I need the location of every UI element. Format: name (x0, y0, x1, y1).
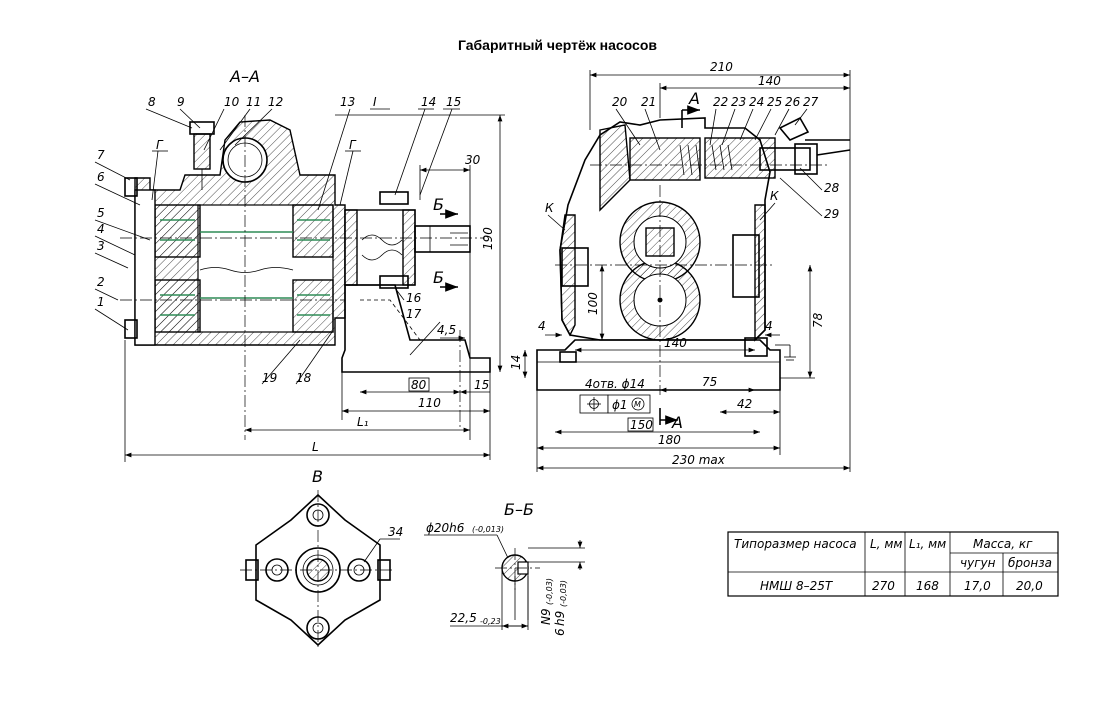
table-header-l1: L₁, мм (909, 537, 946, 551)
side-view: А А К К (536, 89, 851, 432)
callout-5: 5 (97, 206, 105, 220)
dim-4-left: 4 (538, 319, 546, 333)
mark-a-bottom: А (671, 413, 683, 432)
dim-110: 110 (418, 396, 441, 410)
section-bb-label: Б–Б (504, 500, 534, 519)
callout-24: 24 (749, 95, 764, 109)
dim-tolerance-m: M (634, 400, 641, 409)
dim-140-top: 140 (758, 74, 781, 88)
section-aa-label: А–А (229, 67, 260, 86)
callout-2: 2 (97, 275, 105, 289)
callout-8: 8 (148, 95, 156, 109)
callout-13: 13 (340, 95, 355, 109)
section-aa-view: А–А (120, 67, 491, 440)
callout-3: 3 (97, 239, 105, 253)
mark-i: I (373, 95, 377, 109)
callout-10: 10 (224, 95, 240, 109)
callout-27: 27 (803, 95, 819, 109)
mark-k-right: К (770, 189, 779, 203)
callout-34: 34 (388, 525, 403, 539)
callouts-side: 20 21 22 23 24 25 26 27 28 29 (612, 95, 840, 221)
table-cell-bronze: 20,0 (1016, 579, 1043, 593)
table-header-mass: Масса, кг (973, 537, 1033, 551)
callout-17: 17 (406, 307, 422, 321)
callout-21: 21 (641, 95, 656, 109)
dim-holes: 4отв. ϕ14 (585, 377, 645, 391)
dim-80: 80 (411, 378, 427, 392)
mark-g-right: Г (349, 138, 357, 152)
callout-22: 22 (713, 95, 728, 109)
dims-side: 210 140 100 4 4 140 78 14 4отв. ϕ14 75 ϕ… (509, 60, 851, 472)
callout-25: 25 (767, 95, 782, 109)
table-header-l: L, мм (870, 537, 902, 551)
callout-7: 7 (97, 148, 105, 162)
dim-15: 15 (474, 378, 489, 392)
dim-150: 150 (630, 418, 653, 432)
table-subheader-iron: чугун (960, 556, 996, 570)
mark-a-top: А (688, 89, 700, 108)
dim-140: 140 (664, 336, 687, 350)
key-dim-h9: h9 (553, 611, 567, 626)
shaft-diameter: ϕ20h6 (426, 521, 465, 535)
callout-15: 15 (446, 95, 461, 109)
spec-table: Типоразмер насоса L, мм L₁, мм Масса, кг… (727, 531, 1059, 597)
callout-20: 20 (612, 95, 628, 109)
dim-190: 190 (481, 227, 495, 250)
callout-14: 14 (421, 95, 436, 109)
dim-14: 14 (509, 355, 523, 370)
callouts-aa: 8 9 10 11 12 13 14 15 7 6 5 4 3 2 1 16 1… (94, 95, 461, 385)
dim-tolerance: ϕ1 (612, 398, 628, 412)
key-dim-n9-tol: (-0,03) (545, 578, 554, 605)
table-cell-l: 270 (872, 579, 895, 593)
key-dim-h9-tol: (-0,03) (559, 580, 568, 607)
mark-k-left: К (545, 201, 554, 215)
table-cell-iron: 17,0 (964, 579, 991, 593)
callout-6: 6 (97, 170, 105, 184)
view-b: В 34 (240, 467, 403, 650)
callout-9: 9 (177, 95, 185, 109)
dim-180: 180 (658, 433, 681, 447)
dim-4-right: 4 (765, 319, 773, 333)
callout-4: 4 (97, 222, 105, 236)
section-bb: Б–Б ϕ20h6 (-0,013) 22,5 -0,23 N9 (-0,03)… (424, 500, 585, 636)
dim-75: 75 (702, 375, 717, 389)
key-dim-22-5-tol: -0,23 (480, 617, 501, 626)
callout-19: 19 (262, 371, 277, 385)
drawing-title: Габаритный чертёж насосов (458, 37, 657, 53)
table-subheader-bronze: бронза (1008, 556, 1052, 570)
callout-26: 26 (785, 95, 801, 109)
dim-210: 210 (710, 60, 733, 74)
table-cell-l1: 168 (916, 579, 939, 593)
callout-12: 12 (268, 95, 283, 109)
dim-42: 42 (737, 397, 752, 411)
callout-18: 18 (296, 371, 312, 385)
mark-b-top: Б (433, 195, 444, 214)
mark-b-bottom: Б (433, 268, 444, 287)
dim-30: 30 (465, 153, 481, 167)
shaft-diameter-tol: (-0,013) (472, 525, 504, 534)
key-dim-6: 6 (553, 628, 567, 636)
view-b-label: В (312, 467, 323, 486)
dims-aa: 190 30 4,5 80 15 110 L₁ L (124, 114, 505, 462)
callout-23: 23 (731, 95, 746, 109)
callout-11: 11 (246, 95, 261, 109)
key-dim-n9: N9 (539, 608, 553, 625)
callout-16: 16 (406, 291, 422, 305)
mark-g-left: Г (156, 138, 164, 152)
dim-l: L (312, 440, 319, 454)
key-dim-22-5: 22,5 (450, 611, 477, 625)
dim-l1: L₁ (357, 415, 369, 429)
dim-230-max: 230 max (672, 453, 726, 467)
table-header-size: Типоразмер насоса (734, 537, 857, 551)
callout-28: 28 (824, 181, 840, 195)
dim-4-5: 4,5 (437, 323, 456, 337)
dim-100: 100 (586, 292, 600, 315)
table-cell-model: НМШ 8–25Т (760, 579, 834, 593)
callout-29: 29 (824, 207, 839, 221)
callout-1: 1 (97, 295, 105, 309)
dim-78: 78 (811, 312, 825, 328)
